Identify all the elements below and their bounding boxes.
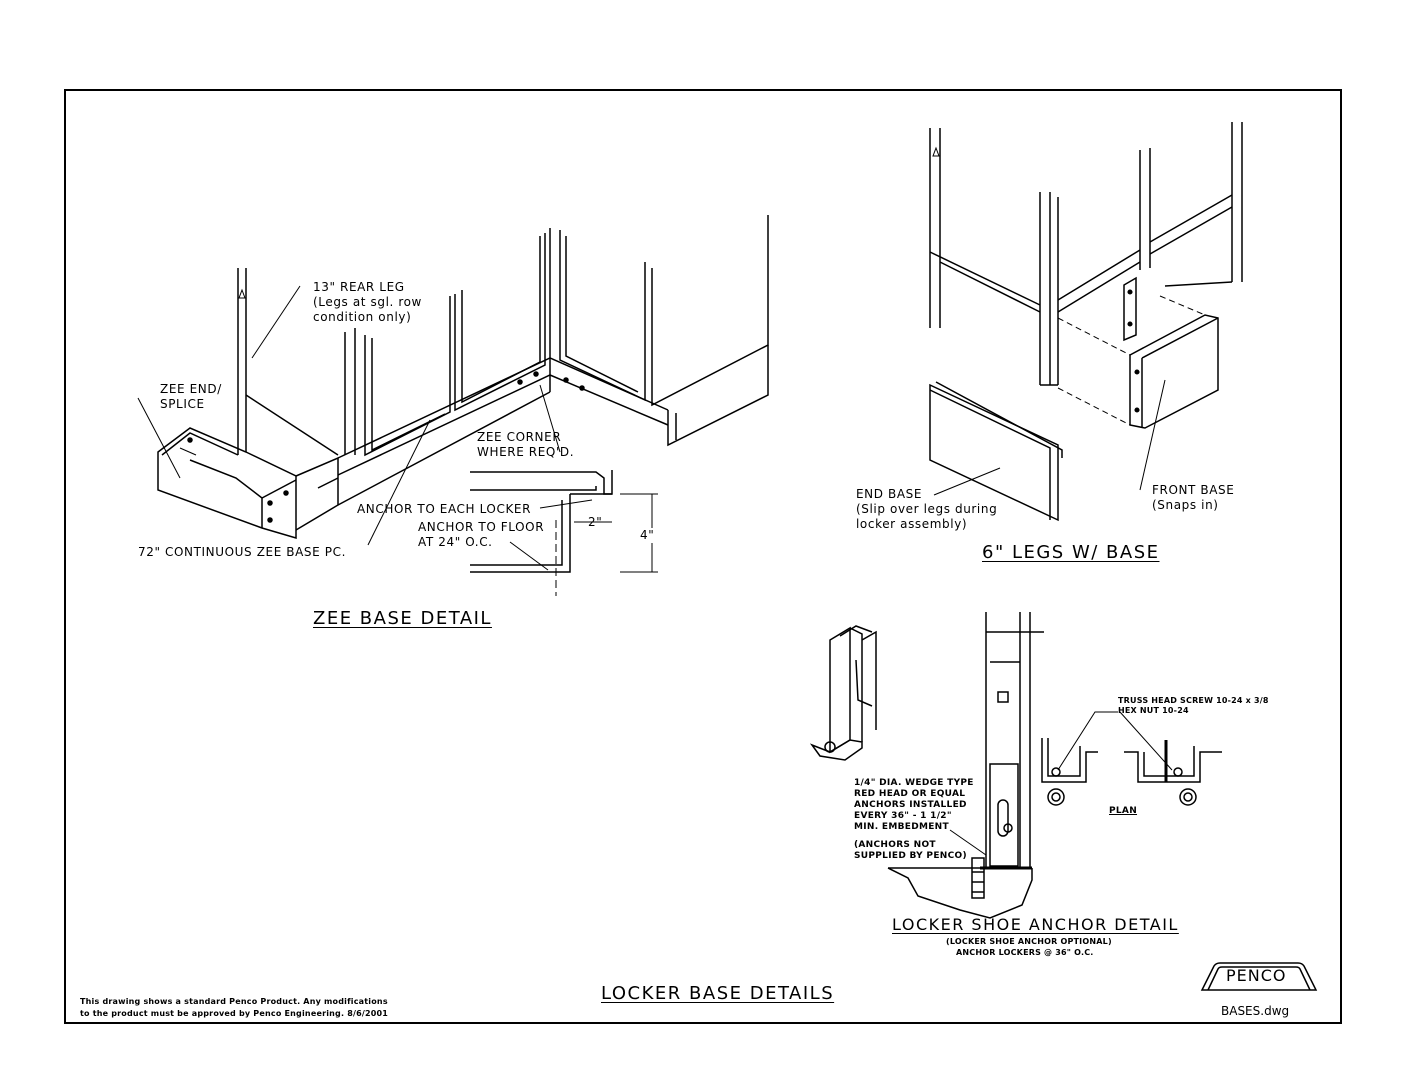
label-zee-corner: ZEE CORNER WHERE REQ'D. xyxy=(477,430,575,459)
shoe-anchor-subtitle-2: ANCHOR LOCKERS @ 36" O.C. xyxy=(956,948,1094,957)
label-anchor-locker: ANCHOR TO EACH LOCKER xyxy=(357,502,532,516)
sheet-title: LOCKER BASE DETAILS xyxy=(601,983,835,1004)
label-end-base: END BASE (Slip over legs during locker a… xyxy=(856,487,998,531)
file-name: BASES.dwg xyxy=(1221,1004,1290,1018)
dimension-4in: 4" xyxy=(640,528,655,543)
zee-profile-section xyxy=(470,470,658,596)
legs-title: 6" LEGS W/ BASE xyxy=(982,542,1160,563)
label-plan: PLAN xyxy=(1109,806,1138,816)
penco-logo xyxy=(1200,962,1318,991)
shoe-anchor-subtitle-1: (LOCKER SHOE ANCHOR OPTIONAL) xyxy=(946,937,1112,946)
label-continuous-base: 72" CONTINUOUS ZEE BASE PC. xyxy=(138,545,346,559)
shoe-anchor-detail xyxy=(809,612,1222,919)
label-anchors-not-supplied: (ANCHORS NOT SUPPLIED BY PENCO) xyxy=(854,840,967,861)
disclaimer-note: This drawing shows a standard Penco Prod… xyxy=(80,997,389,1018)
legs-with-base xyxy=(929,122,1243,522)
drawing-border xyxy=(64,89,1342,1024)
label-rear-leg: 13" REAR LEG (Legs at sgl. row condition… xyxy=(313,280,422,324)
logo-text: PENCO xyxy=(1226,966,1287,985)
zee-base-isometric xyxy=(137,215,769,571)
dimension-2in: 2" xyxy=(588,515,603,529)
zee-base-title: ZEE BASE DETAIL xyxy=(313,608,492,629)
label-truss-screw: TRUSS HEAD SCREW 10-24 x 3/8 HEX NUT 10-… xyxy=(1118,696,1269,715)
label-zee-end-splice: ZEE END/ SPLICE xyxy=(160,382,222,411)
label-anchor-floor: ANCHOR TO FLOOR AT 24" O.C. xyxy=(418,520,545,549)
shoe-anchor-title: LOCKER SHOE ANCHOR DETAIL xyxy=(892,915,1179,934)
label-front-base: FRONT BASE (Snaps in) xyxy=(1152,483,1235,512)
label-wedge-anchor: 1/4" DIA. WEDGE TYPE RED HEAD OR EQUAL A… xyxy=(854,778,974,832)
